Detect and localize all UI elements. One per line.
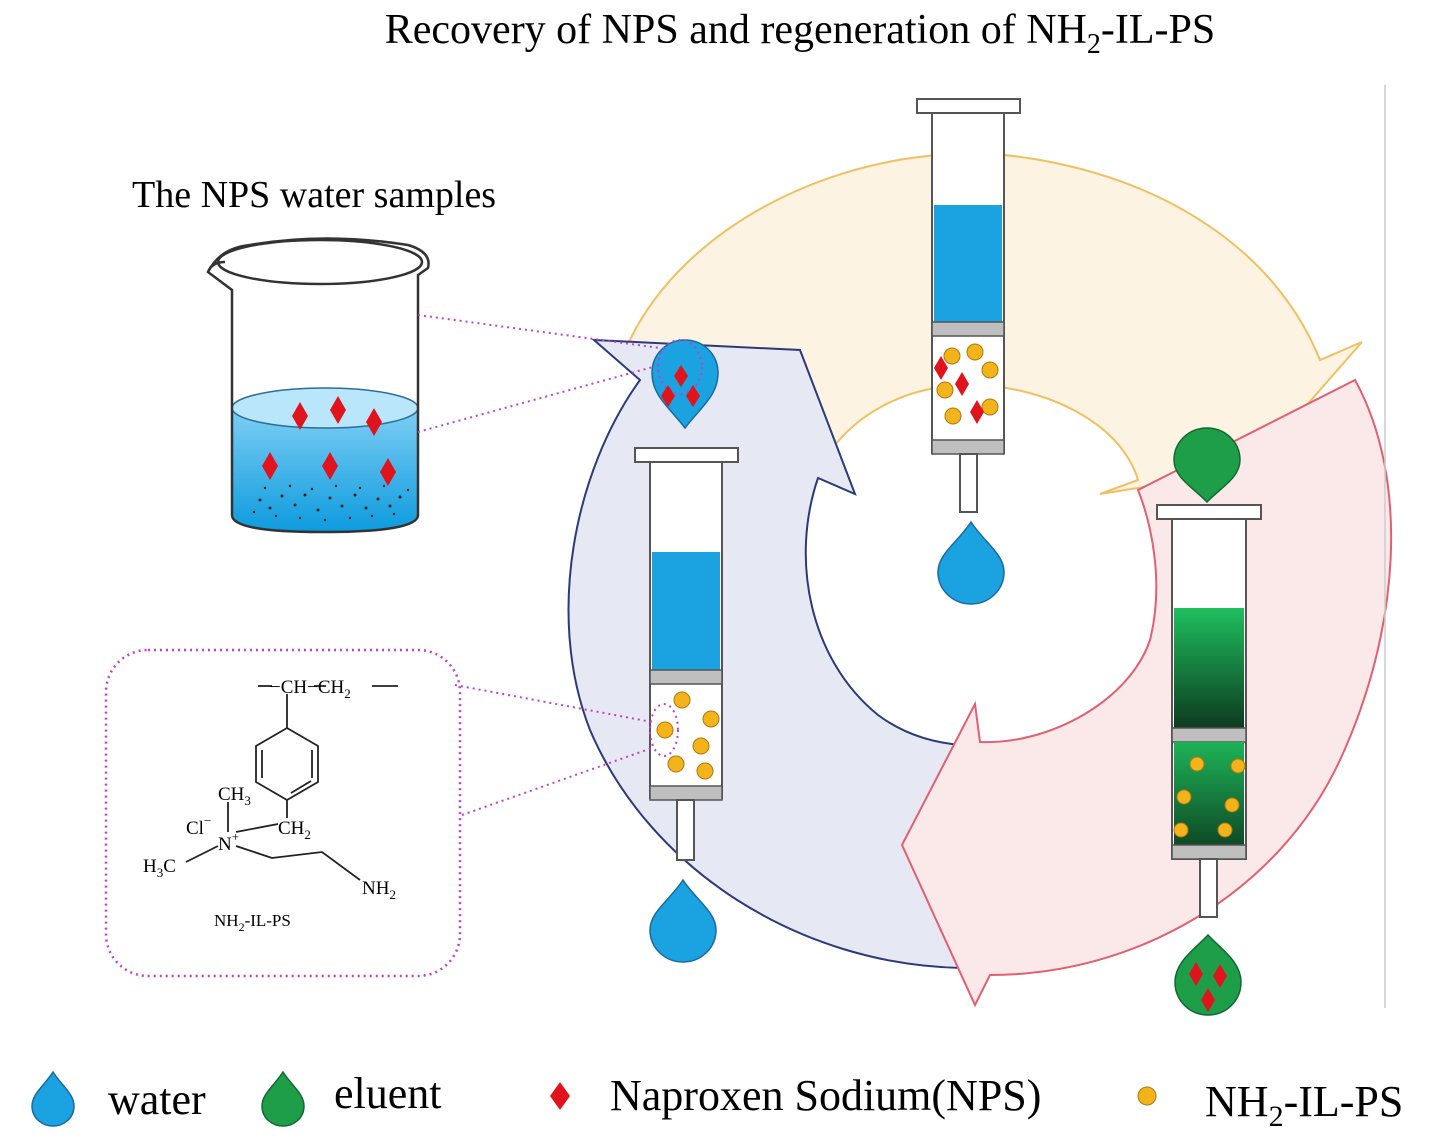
water-drop-left <box>649 878 717 963</box>
legend-eluent-label: eluent <box>334 1069 442 1118</box>
legend-water-icon <box>31 1070 75 1127</box>
beaker-spout <box>206 260 226 273</box>
struct-backbone: −CH−CH2 <box>270 677 351 701</box>
legend-water-label: water <box>108 1075 206 1124</box>
eluent-drop-top <box>1173 427 1241 504</box>
struct-h3c: H3C <box>143 856 176 880</box>
column-left <box>634 447 739 963</box>
structure-bonds <box>185 685 398 881</box>
legend-nps-icon <box>550 1082 570 1110</box>
legend-nps-label: Naproxen Sodium(NPS) <box>610 1071 1041 1120</box>
struct-ch3: CH3 <box>218 784 251 808</box>
struct-label: NH2-IL-PS <box>214 911 291 934</box>
struct-ch2: CH2 <box>278 818 311 842</box>
beaker-water-surface <box>231 387 419 429</box>
sample-drop <box>651 339 719 430</box>
legend: water eluent Naproxen Sodium(NPS) NH2-IL… <box>31 1069 1403 1133</box>
page-title: Recovery of NPS and regeneration of NH2-… <box>385 7 1215 60</box>
legend-ilps-icon <box>1137 1086 1157 1106</box>
legend-ilps-label: NH2-IL-PS <box>1205 1077 1403 1133</box>
beaker-sediment <box>252 484 410 522</box>
water-drop-top <box>937 520 1005 605</box>
column-right <box>1156 427 1262 1016</box>
eluent-drop-bottom <box>1174 933 1242 1016</box>
structure-box: −CH−CH2 CH3 Cl− N+ CH2 H3C NH2 NH2-IL-PS <box>104 648 653 978</box>
beaker-nps-diamonds <box>262 396 396 486</box>
beaker <box>206 237 430 534</box>
cycle-arrows <box>567 85 1393 1008</box>
beaker-caption: The NPS water samples <box>132 174 496 216</box>
struct-n: N+ <box>218 829 239 855</box>
legend-eluent-icon <box>261 1070 305 1127</box>
column-top <box>916 98 1021 605</box>
blue-arrow <box>567 338 963 970</box>
beaker-rim <box>216 238 424 286</box>
struct-cl: Cl− <box>186 813 211 839</box>
struct-nh2: NH2 <box>362 878 396 902</box>
